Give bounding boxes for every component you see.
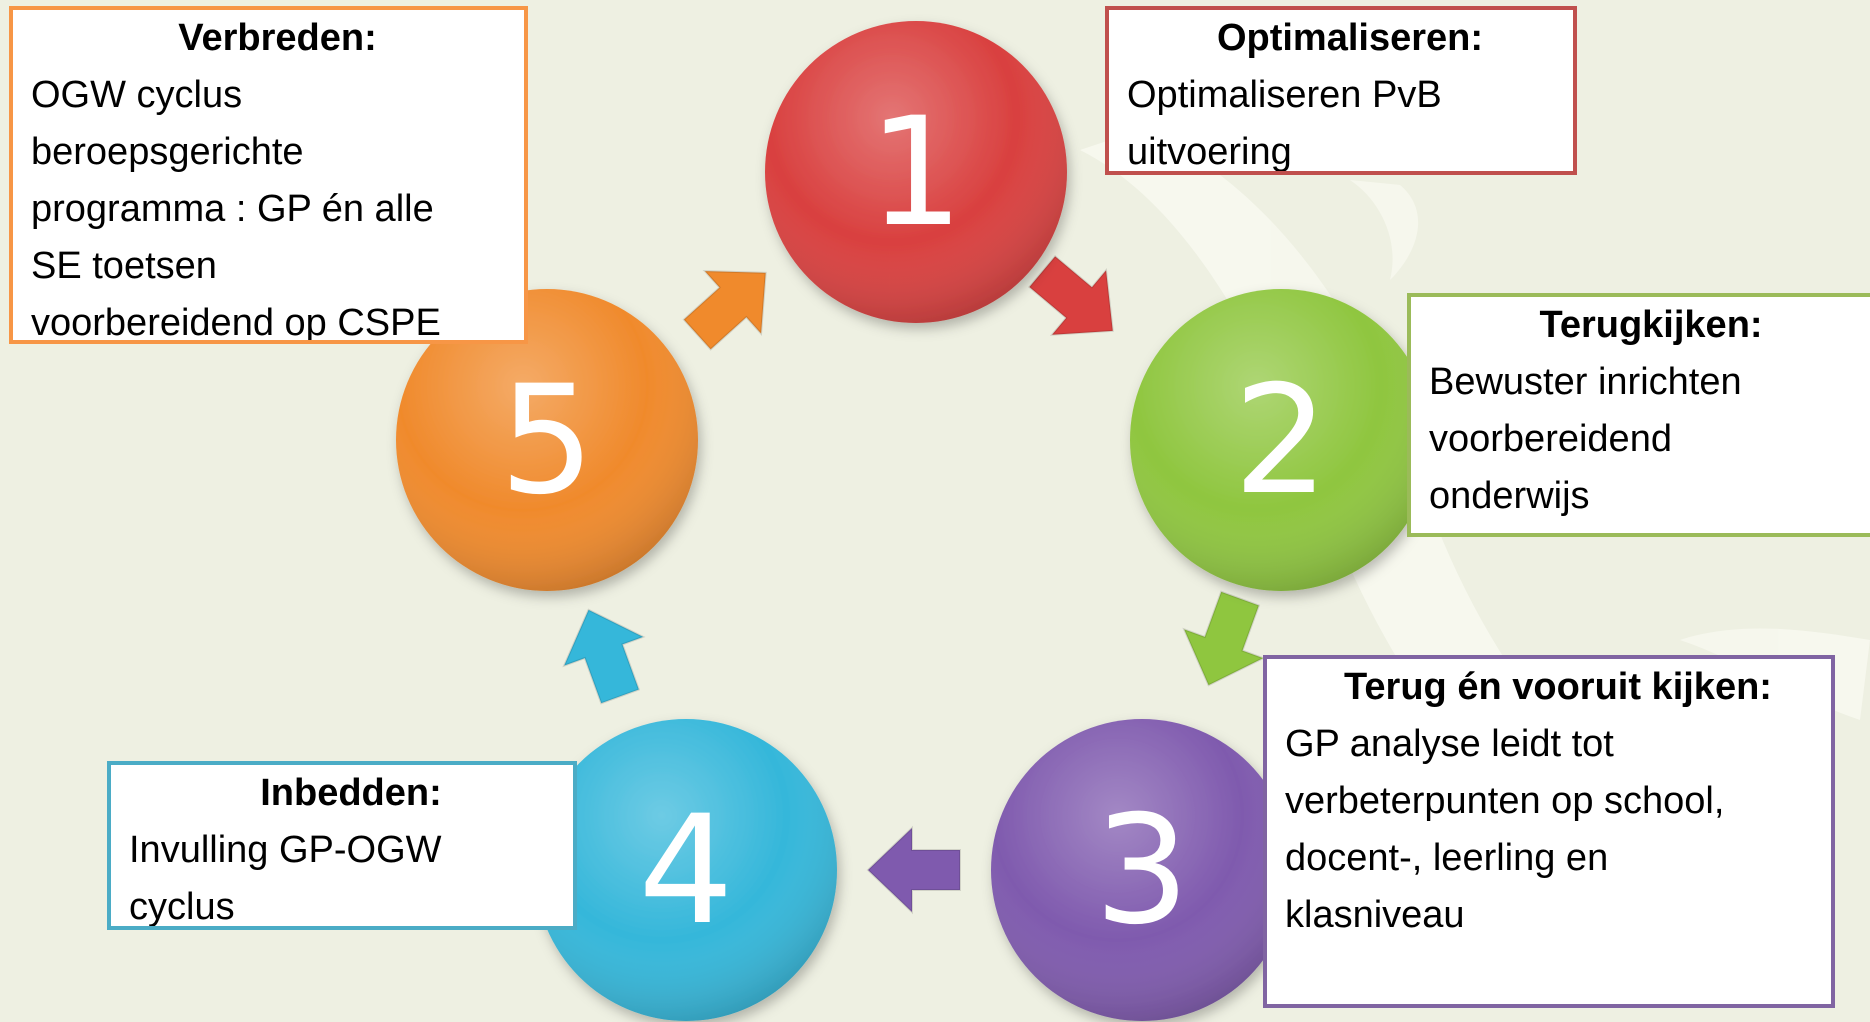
step-2-circle: 2 [1130,289,1432,591]
step-3-text: GP analyse leidt tot verbeterpunten op s… [1285,723,1725,936]
step-4-number: 4 [638,784,733,958]
step-3-box: Terug én vooruit kijken: GP analyse leid… [1263,655,1835,1008]
step-4-text: Invulling GP-OGW cyclus [129,829,442,928]
arrow-1-to-2 [1028,254,1114,336]
step-4-title: Inbedden: [260,772,442,814]
step-5-circle: 5 [396,289,698,591]
step-5-number: 5 [499,354,594,528]
step-5-title: Verbreden: [178,17,377,59]
arrow-5-to-1 [682,270,767,351]
step-1-circle: 1 [765,21,1067,323]
step-1-title: Optimaliseren: [1216,17,1484,59]
arrow-4-to-5 [562,608,646,705]
step-2-text: Bewuster inrichten voorbereidend onderwi… [1429,361,1742,517]
arrow-2-to-3 [1182,590,1266,687]
step-3-title: Terug én vooruit kijken: [1344,666,1772,708]
step-2-number: 2 [1233,354,1328,528]
step-3-circle: 3 [991,719,1293,1021]
step-2-box: Terugkijken: Bewuster inrichten voorbere… [1407,293,1870,537]
step-4-box: Inbedden: Invulling GP-OGW cyclus [107,761,577,930]
step-3-number: 3 [1094,784,1189,958]
step-2-title: Terugkijken: [1539,304,1763,346]
step-4-circle: 4 [535,719,837,1021]
step-5-box: Verbreden: OGW cyclus beroepsgerichte pr… [9,6,528,344]
arrow-3-to-4 [866,825,961,915]
step-1-number: 1 [868,86,963,260]
step-1-text: Optimaliseren PvB uitvoering [1127,74,1442,173]
step-1-box: Optimaliseren: Optimaliseren PvB uitvoer… [1105,6,1577,175]
step-5-text: OGW cyclus beroepsgerichte programma : G… [31,74,441,344]
